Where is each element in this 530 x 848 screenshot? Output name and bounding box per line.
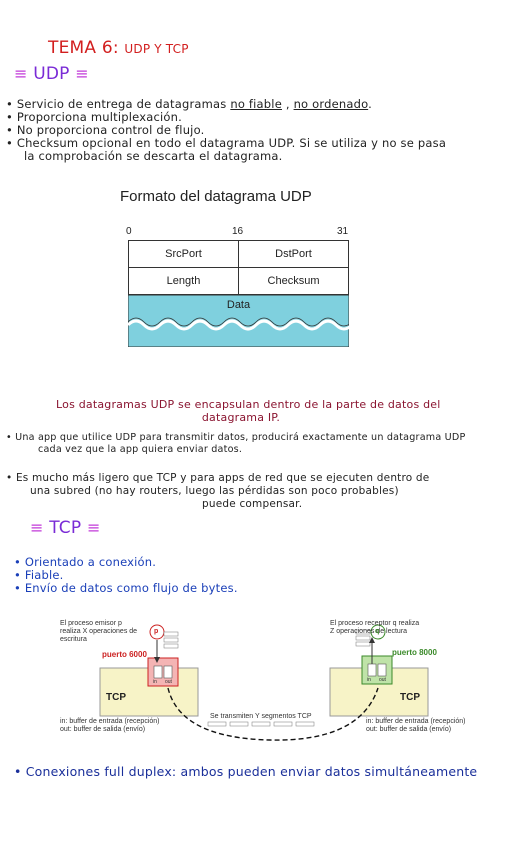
table-row: Length Checksum [128,268,349,295]
field-length: Length [166,275,201,287]
datagram-table: SrcPort DstPort Length Checksum Data [128,240,349,347]
table-row: SrcPort DstPort [128,240,349,268]
list-item: • Servicio de entrega de datagramas no f… [6,97,373,111]
left-out-label: out [165,679,172,685]
list-item: • Fiable. [14,568,64,582]
heading-decor-icon: ≡ [14,64,28,83]
right-port-label: puerto 8000 [392,648,437,657]
heading-decor-icon: ≡ [75,64,89,83]
left-in-label: in [153,679,157,685]
tcp-bullets: • Orientado a conexión. • Fiable. • Enví… [14,556,238,595]
field-checksum: Checksum [238,268,348,294]
list-item: • Checksum opcional en todo el datagrama… [6,136,447,150]
list-item: la comprobación se descarta el datagrama… [24,149,283,163]
udp-datagram-figure: Formato del datagrama UDP 0 16 31 SrcPor… [120,188,360,347]
tcp-heading-text: TCP [49,518,82,538]
left-tcp-label: TCP [106,692,126,703]
udp-note-2: • Es mucho más ligero que TCP y para app… [6,472,430,510]
field-srcport: SrcPort [165,248,202,260]
title-main: TEMA 6: [48,38,119,58]
heading-decor-icon: ≡ [86,518,101,537]
field-data-label: Data [226,299,251,311]
tcp-heading: ≡ TCP ≡ [30,518,101,538]
list-item: • Proporciona multiplexación. [6,110,182,124]
left-port-label: puerto 6000 [102,650,147,659]
field-dstport: DstPort [238,241,348,267]
segments-caption: Se transmiten Y segmentos TCP [210,713,312,720]
right-tcp-label: TCP [400,692,420,703]
encapsulation-note: Los datagramas UDP se encapsulan dentro … [56,398,441,424]
process-q-label: q [375,628,380,635]
list-item: • Envío de datos como flujo de bytes. [14,581,238,595]
tcp-diagram-graphic [99,624,429,741]
title-sub: UDP Y TCP [124,42,189,56]
heading-decor-icon: ≡ [30,518,44,537]
udp-bullets: • Servicio de entrega de datagramas no f… [6,98,446,163]
list-item: • Orientado a conexión. [14,555,157,569]
receiver-caption: El proceso receptor q realiza Z operacio… [330,620,420,635]
figure-title: Formato del datagrama UDP [120,188,312,205]
udp-note-1: • Una app que utilice UDP para transmiti… [6,432,466,455]
full-duplex-note: • Conexiones full duplex: ambos pueden e… [14,764,478,779]
sender-caption: El proceso emisor p realiza X operacione… [60,620,138,643]
right-in-label: in [367,677,371,683]
tick-label: 31 [337,226,349,237]
tcp-connection-diagram: El proceso emisor p realiza X operacione… [60,618,480,748]
right-out-label: out [379,677,386,683]
list-item: • No proporciona control de flujo. [6,123,205,137]
udp-heading: ≡ UDP ≡ [14,64,89,84]
udp-heading-text: UDP [33,64,70,84]
data-wave-graphic [128,295,349,347]
tick-label: 0 [126,226,132,237]
left-legend: in: buffer de entrada (recepción) out: b… [60,718,160,733]
tick-label: 16 [232,226,244,237]
process-p-label: p [154,628,159,635]
field-data: Data [128,295,349,347]
right-legend: in: buffer de entrada (recepción) out: b… [366,718,466,733]
page-title: TEMA 6: UDP Y TCP [48,38,189,58]
